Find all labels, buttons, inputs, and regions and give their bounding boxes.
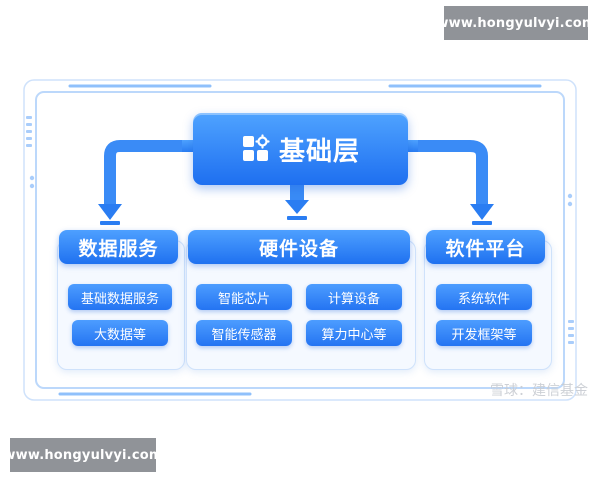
arrow-to-hardware	[285, 185, 309, 220]
item-computing-centers: 算力中心等	[306, 320, 402, 346]
item-smart-chips: 智能芯片	[196, 284, 292, 310]
item-smart-sensors: 智能传感器	[196, 320, 292, 346]
arrow-to-data-services	[98, 140, 196, 225]
watermark-bottom: www.hongyulvyi.com	[3, 438, 162, 472]
software-platform-title: 软件平台	[426, 230, 545, 264]
item-computing-devices: 计算设备	[306, 284, 402, 310]
frame-side-dashes-left	[26, 116, 32, 147]
item-big-data: 大数据等	[72, 320, 168, 346]
item-system-software: 系统软件	[436, 284, 532, 310]
grid-gear-icon	[242, 134, 270, 161]
header-title: 基础层	[278, 136, 360, 167]
data-services-title: 数据服务	[59, 230, 178, 264]
faint-watermark: 雪球：建信基金	[490, 383, 588, 399]
item-basic-data-services: 基础数据服务	[68, 284, 172, 310]
item-dev-frameworks: 开发框架等	[436, 320, 532, 346]
frame-side-dashes-right	[568, 320, 574, 344]
hardware-title: 硬件设备	[188, 230, 410, 264]
watermark-top: www.hongyulvyi.com	[436, 6, 595, 40]
foundation-layer-header: 基础层	[193, 113, 408, 185]
arrow-to-software-platform	[404, 140, 494, 225]
